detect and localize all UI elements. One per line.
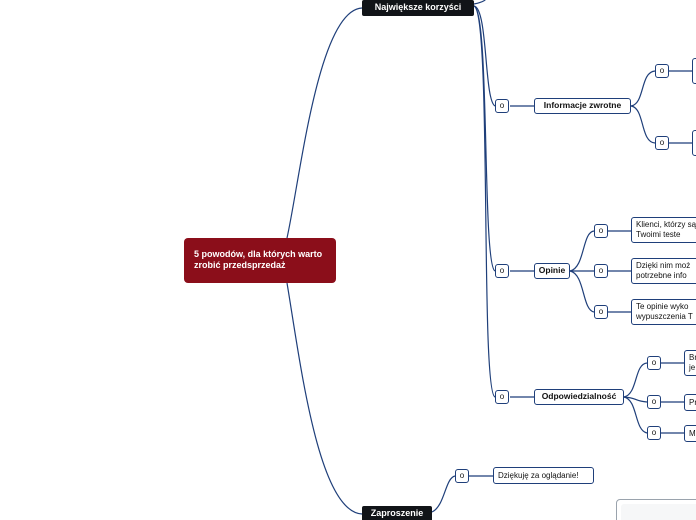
collapse-marker[interactable]: o <box>594 224 608 238</box>
branch-biggest-benefits[interactable]: Największe korzyści <box>362 0 474 16</box>
collapse-marker[interactable]: o <box>455 469 469 483</box>
responsibility-item[interactable]: Pr <box>684 394 696 411</box>
opinion-item[interactable]: Klienci, którzy są Twoimi teste <box>631 217 696 243</box>
collapse-marker[interactable]: o <box>647 395 661 409</box>
opinion-item[interactable]: Dzięki nim moż potrzebne info <box>631 258 696 284</box>
collapse-marker[interactable]: o <box>647 356 661 370</box>
root-topic[interactable]: 5 powodów, dla których warto zrobić prze… <box>184 238 336 283</box>
collapse-marker[interactable]: o <box>655 136 669 150</box>
feedback-item[interactable] <box>692 130 696 156</box>
opinion-item[interactable]: Te opinie wyko wypuszczenia T <box>631 299 696 325</box>
feedback-item[interactable] <box>692 58 696 84</box>
topic-feedback[interactable]: Informacje zwrotne <box>534 98 631 114</box>
collapse-marker[interactable]: o <box>594 305 608 319</box>
overview-panel[interactable] <box>616 499 696 520</box>
overview-panel-content <box>621 504 696 520</box>
topic-opinions[interactable]: Opinie <box>534 263 570 279</box>
collapse-marker[interactable]: o <box>655 64 669 78</box>
collapse-marker[interactable]: o <box>495 99 509 113</box>
responsibility-item[interactable]: Br je <box>684 350 696 376</box>
collapse-marker[interactable]: o <box>495 390 509 404</box>
branch-invitation[interactable]: Zaproszenie <box>362 506 432 520</box>
collapse-marker[interactable]: o <box>594 264 608 278</box>
collapse-marker[interactable]: o <box>495 264 509 278</box>
collapse-marker[interactable]: o <box>647 426 661 440</box>
responsibility-item[interactable]: M <box>684 425 696 442</box>
topic-responsibility[interactable]: Odpowiedzialność <box>534 389 624 405</box>
invitation-item[interactable]: Dziękuję za oglądanie! <box>493 467 594 484</box>
